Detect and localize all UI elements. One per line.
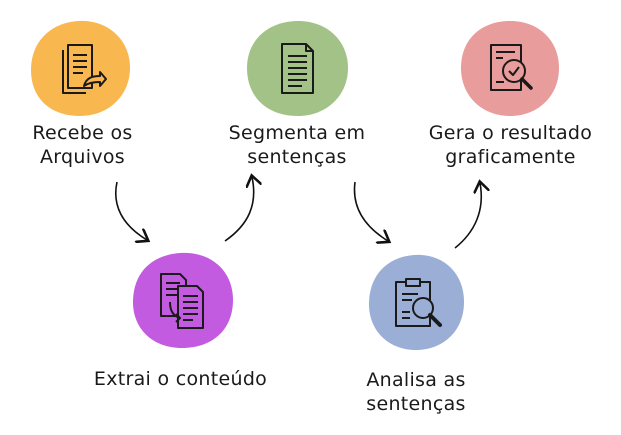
analyze-label-line2: sentenças — [366, 393, 466, 415]
arrow-receive-to-extract — [115, 181, 147, 240]
result-blob — [461, 20, 559, 116]
document-arrow-icon — [62, 44, 107, 94]
document-lines-icon — [281, 43, 314, 94]
segment-label-line1: Segmenta em — [228, 122, 366, 144]
extract-node — [130, 250, 235, 350]
analyze-label-line1: Analisa as — [366, 369, 466, 391]
copy-documents-icon — [160, 273, 204, 329]
receive-label: Recebe os Arquivos — [25, 121, 140, 169]
receive-label-line2: Arquivos — [39, 146, 126, 168]
result-node — [458, 18, 562, 118]
extract-blob — [132, 252, 233, 348]
arrow-segment-to-analyze — [353, 181, 388, 241]
result-label-line1: Gera o resultado — [428, 122, 593, 144]
analyze-blob — [368, 254, 464, 350]
receive-blob — [31, 20, 131, 116]
clipboard-magnifier-icon — [395, 278, 442, 327]
analyze-label: Analisa as sentenças — [345, 368, 487, 416]
result-label: Gera o resultado graficamente — [418, 121, 603, 169]
segment-blob — [247, 20, 348, 116]
extract-label-line1: Extrai o conteúdo — [93, 368, 268, 390]
document-check-magnifier-icon — [490, 44, 533, 91]
receive-label-line1: Recebe os — [32, 122, 133, 144]
segment-label-line2: sentenças — [247, 146, 347, 168]
extract-label: Extrai o conteúdo — [78, 367, 283, 391]
receive-node — [28, 18, 132, 118]
analyze-node — [366, 252, 466, 352]
segment-node — [244, 18, 350, 118]
segment-label: Segmenta em sentenças — [222, 121, 372, 169]
arrow-analyze-to-result — [454, 183, 481, 249]
arrow-extract-to-segment — [224, 177, 254, 242]
result-label-line2: graficamente — [445, 146, 576, 168]
